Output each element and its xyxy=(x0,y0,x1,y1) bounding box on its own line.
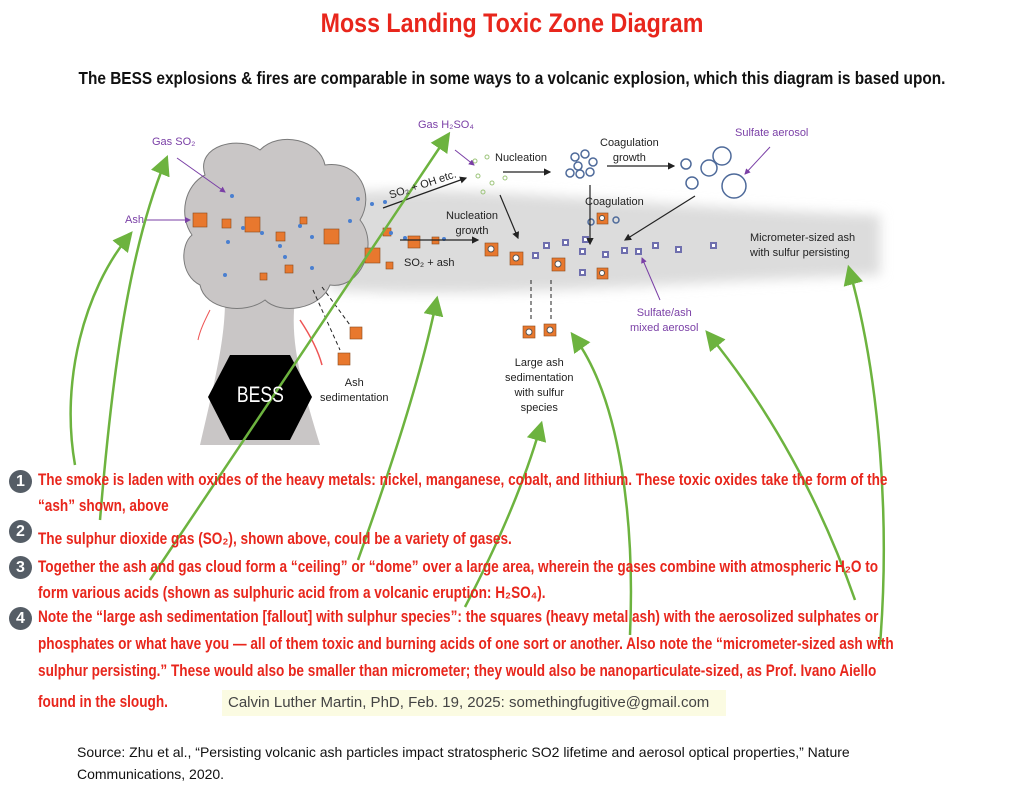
note-number: 1 xyxy=(9,470,32,493)
label-nucleation: Nucleation xyxy=(495,152,547,164)
sulfate-droplets xyxy=(565,146,747,226)
label-line: with sulfur persisting xyxy=(750,247,850,259)
ash-particles xyxy=(192,212,440,366)
subtitle: The BESS explosions & fires are comparab… xyxy=(78,68,946,88)
label-ash: Ash xyxy=(125,214,144,226)
note-3-line: form various acids (shown as sulphuric a… xyxy=(38,583,546,602)
note-1-line: The smoke is laden with oxides of the he… xyxy=(38,470,888,489)
note-4-line: sulphur persisting.” These would also be… xyxy=(38,661,877,680)
label-coagulation-growth: Coagulation growth xyxy=(600,136,659,166)
label-sulfate-ash: Sulfate/ash mixed aerosol xyxy=(630,306,698,336)
note-2-line: The sulphur dioxide gas (SO₂), shown abo… xyxy=(38,529,512,548)
label-sulfate-aerosol: Sulfate aerosol xyxy=(735,127,809,139)
author-signature: Calvin Luther Martin, PhD, Feb. 19, 2025… xyxy=(222,690,726,716)
label-line: mixed aerosol xyxy=(630,322,699,334)
label-line: growth xyxy=(612,152,646,164)
label-line: Large ash xyxy=(514,357,564,369)
note-number: 4 xyxy=(9,607,32,630)
note-1-line: “ash” shown, above xyxy=(38,496,169,515)
label-line: Ash xyxy=(344,377,364,389)
label-line: with sulfur xyxy=(514,387,565,399)
label-line: Nucleation xyxy=(446,210,498,222)
note-number: 2 xyxy=(9,520,32,543)
sedimentation-lines xyxy=(312,280,552,351)
page-title: Moss Landing Toxic Zone Diagram xyxy=(320,8,704,38)
annotation-arrows xyxy=(69,131,885,646)
label-micrometer-ash: Micrometer-sized ash with sulfur persisti… xyxy=(750,231,855,261)
label-line: Coagulation xyxy=(600,137,659,149)
source-citation: Communications, 2020. xyxy=(77,766,225,782)
label-gas-so2: Gas SO₂ xyxy=(152,136,196,148)
source-citation: Source: Zhu et al., “Persisting volcanic… xyxy=(77,744,850,760)
note-3-line: Together the ash and gas cloud form a “c… xyxy=(38,557,879,576)
label-line: sedimentation xyxy=(320,392,389,404)
label-gas-h2so4: Gas H₂SO₄ xyxy=(418,119,474,131)
label-so2-ash: SO₂ + ash xyxy=(404,257,455,269)
label-bess: BESS xyxy=(236,382,284,407)
process-arrows xyxy=(382,162,696,246)
label-line: Micrometer-sized ash xyxy=(750,232,856,244)
label-nucleation-growth: Nucleation growth xyxy=(446,209,498,239)
note-4-line: phosphates or what have you — all of the… xyxy=(38,634,894,653)
label-line: sedimentation xyxy=(505,372,574,384)
small-mixed-aerosols xyxy=(532,236,717,276)
label-line: Sulfate/ash xyxy=(636,307,692,319)
note-4-line: Note the “large ash sedimentation [fallo… xyxy=(38,607,879,626)
note-number: 3 xyxy=(9,556,32,579)
note-4-line: found in the slough. xyxy=(38,692,168,711)
label-line: species xyxy=(520,402,558,414)
label-coagulation: Coagulation xyxy=(585,196,644,208)
label-line: growth xyxy=(455,225,489,237)
label-pointers xyxy=(145,146,771,301)
label-ash-sedimentation: Ash sedimentation xyxy=(320,376,389,406)
label-large-ash: Large ash sedimentation with sulfur species xyxy=(505,356,574,416)
